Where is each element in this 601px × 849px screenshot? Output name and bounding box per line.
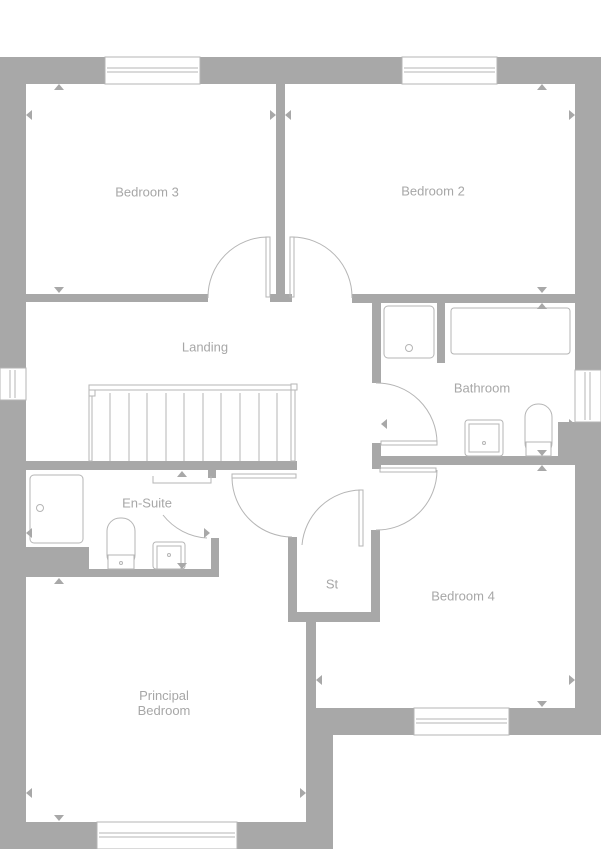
room-label-bedroom-3: Bedroom 3	[115, 184, 179, 200]
triangle-arrow-icon	[26, 84, 575, 821]
room-label-store: St	[325, 576, 339, 592]
room-label-principal-bedroom: Principal Bedroom	[137, 688, 191, 718]
room-label-bedroom-2: Bedroom 2	[401, 183, 465, 199]
door-swing-icon	[207, 236, 271, 299]
basin-icon	[152, 541, 186, 570]
room-label-bedroom-4: Bedroom 4	[431, 588, 495, 604]
windows	[0, 56, 601, 849]
bathtub-icon	[450, 307, 571, 355]
window-icon	[574, 369, 601, 423]
window-icon	[96, 821, 238, 849]
toilet-icon	[106, 517, 136, 570]
shower-tray-icon	[29, 474, 84, 544]
shower-tray-icon	[383, 305, 435, 359]
window-icon	[413, 707, 510, 736]
basin-icon	[464, 419, 504, 457]
door-swing-icon	[152, 476, 212, 539]
door-swing-icon	[231, 473, 297, 538]
room-label-landing: Landing	[181, 339, 229, 355]
staircase-icon	[88, 383, 298, 462]
room-label-en-suite: En-Suite	[122, 495, 172, 511]
door-swing-icon	[375, 382, 438, 446]
door-swing-icon	[289, 236, 353, 299]
door-swing-icon	[301, 489, 364, 547]
window-icon	[401, 56, 498, 85]
door-swing-icon	[375, 467, 438, 531]
window-icon	[104, 56, 201, 85]
doors	[152, 236, 438, 547]
fixtures	[29, 305, 571, 570]
toilet-icon	[524, 403, 553, 457]
room-label-bathroom: Bathroom	[453, 380, 511, 396]
window-icon	[0, 367, 27, 401]
walls	[0, 57, 601, 849]
